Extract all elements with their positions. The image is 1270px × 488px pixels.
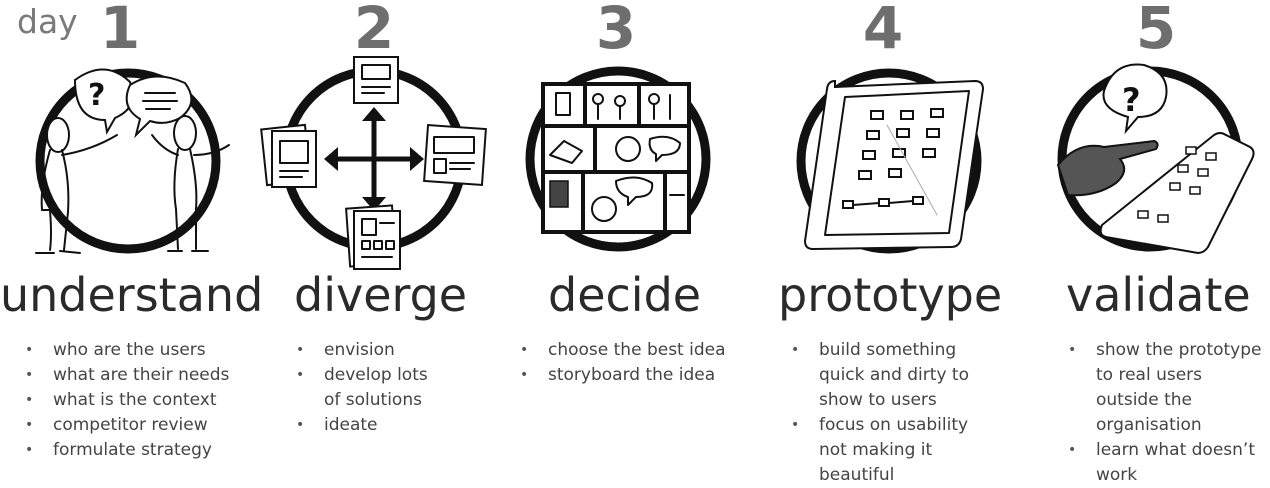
stage-diverge: 2 diverge [258,0,518,479]
stage-bullet-list: build something quick and dirty to show … [791,338,969,488]
tablet-prototype-illustration [796,68,985,254]
stage-number: 4 [862,0,904,62]
bullet-item: storyboard the idea [520,363,726,388]
stage-number: 2 [353,0,395,62]
bullet-item: formulate strategy [25,438,229,463]
stage-bullet-list: envision develop lots of solutions ideat… [296,338,428,438]
storyboard-illustration [525,66,711,252]
bullet-item-continuation: not making it [819,440,933,460]
stage-number: 5 [1135,0,1177,62]
stage-bullet-list: who are the users what are their needs w… [25,338,229,463]
bullet-item: what are their needs [25,363,229,388]
stage-number: 1 [99,0,141,62]
bullet-item: choose the best idea [520,338,726,363]
bullet-item: envision [296,338,428,363]
bullet-item: ideate [296,413,428,438]
stage-understand: 1 ? understand who are the users what ar… [0,0,264,479]
bullet-item-continuation: beautiful [819,465,895,485]
bullet-item: what is the context [25,388,229,413]
bullet-item-continuation: work [1096,465,1138,485]
bullet-item: who are the users [25,338,229,363]
bullet-item: focus on usability [791,413,969,438]
bullet-item: competitor review [25,413,229,438]
bullet-item: show the prototype [1068,338,1262,363]
bullet-item-continuation: of solutions [324,390,422,410]
bullet-item: develop lots [296,363,428,388]
bullet-item-continuation: to real users [1096,365,1203,385]
svg-text:?: ? [88,78,105,113]
bullet-item: build something [791,338,969,363]
diverge-arrows-illustration [260,56,487,270]
stage-title: prototype [778,268,1003,322]
svg-text:?: ? [1122,81,1141,119]
conversation-illustration: ? [35,68,230,254]
stage-validate: 5 ? validate show the prototype to real … [1030,0,1270,485]
user-testing-illustration: ? [1056,63,1255,255]
stage-decide: 3 decide choose the best idea storyboard [520,0,780,479]
stage-title: diverge [294,268,468,322]
stage-number: 3 [595,0,637,62]
bullet-item-continuation: quick and dirty to [819,365,969,385]
bullet-item-continuation: outside the [1096,390,1192,410]
stage-title: understand [0,268,264,322]
stage-prototype: 4 prototype build something quick and di… [775,0,1035,485]
bullet-item-continuation: show to users [819,390,937,410]
stage-bullet-list: choose the best idea storyboard the idea [520,338,726,388]
bullet-item-continuation: organisation [1096,415,1202,435]
bullet-item: learn what doesn’t [1068,438,1262,463]
stage-title: decide [548,268,702,322]
stage-bullet-list: show the prototype to real users outside… [1068,338,1262,488]
day-label: day [17,2,78,41]
stage-title: validate [1066,268,1251,322]
